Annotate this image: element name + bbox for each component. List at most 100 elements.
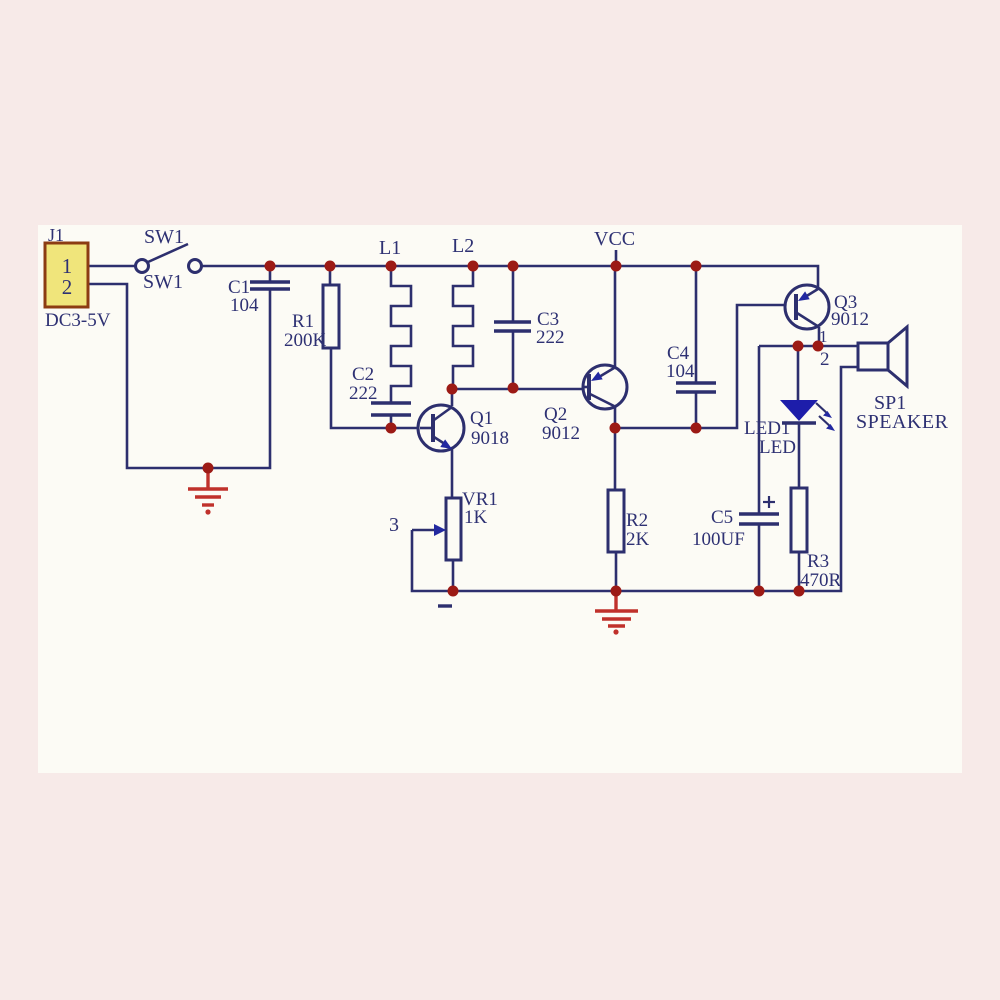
speaker-sp1: 1 2 SP1 SPEAKER [819,323,949,433]
capacitor-c1: C1 104 [228,277,290,316]
capacitor-c3: C3 222 [494,309,565,348]
r1-body [321,283,341,350]
q1-collector-lead [433,405,453,422]
q3-emitter-arrow-icon [798,291,810,301]
led1-triangle [780,400,818,421]
junction-dot [753,585,765,597]
sp1-pin1-label: 1 [819,327,828,346]
junction-dot [610,260,622,272]
sp1-magnet-box [856,341,890,372]
junction-dot [385,422,397,434]
junction-dot [793,585,805,597]
c3-ref-label: C3 [537,309,559,330]
wire-top-rail [202,264,820,289]
sw1-lever [147,242,189,264]
r2-value-label: 2K [626,529,650,550]
j1-value-label: DC3-5V [45,310,111,331]
j1-ref-label: J1 [48,225,64,245]
r1-value-label: 200K [284,330,327,351]
vr1-pin3-label: 3 [389,514,399,536]
transistor-q1: Q1 9018 [416,403,509,453]
r1-ref-label: R1 [292,311,314,332]
sp1-ref-label: SP1 [874,392,906,414]
q3-body [783,283,831,331]
j1-body [43,241,90,309]
vr1-value-label: 1K [464,507,488,528]
q3-collector-lead [796,311,820,329]
c5-value-label: 100UF [692,529,745,550]
c4-value-label: 104 [666,361,695,382]
q3-ref-label: Q3 [834,292,857,313]
vr1-ref-label: VR1 [462,489,498,510]
sw1-contact-left [134,258,150,274]
capacitor-c4: C4 104 [666,343,716,394]
inductor-l2: L2 [451,235,475,389]
capacitor-c5: C5 100UF [692,496,779,550]
q1-emitter-arrow-icon [440,439,452,449]
inductor-l1: L1 [379,237,413,403]
junction-dot [610,585,622,597]
ground-symbol-middle [595,592,638,635]
q2-emitter-arrow-icon [591,371,603,381]
j1-pin2-label: 2 [62,275,73,299]
sw1-label-bottom: SW1 [143,271,183,293]
junction-dot [202,462,214,474]
led-led1: LED1 LED [744,400,835,458]
power-connector-j1: J1 1 2 DC3-5V [43,225,111,331]
led1-ref-label: LED1 [744,418,790,439]
r3-body [789,486,809,554]
c3-value-label: 222 [536,327,565,348]
led1-value-label: LED [759,437,796,458]
led1-light-arrow-2-head [826,424,835,431]
c1-ref-label: C1 [228,277,250,298]
j1-pin1-label: 1 [62,254,73,278]
sw1-label-top: SW1 [144,226,184,248]
junction-dot [324,260,336,272]
q2-ref-label: Q2 [544,404,567,425]
c5-ref-label: C5 [711,507,733,528]
vr1-wiper-arrow-icon [434,524,446,536]
l2-ref-label: L2 [452,235,474,257]
c2-value-label: 222 [349,383,378,404]
junction-dot [446,383,458,395]
r2-body [606,488,626,554]
q2-emitter-lead [598,366,615,379]
wire-j1-pin2-ground-loop [88,282,272,470]
q3-value-label: 9012 [831,309,869,330]
wire-q2-to-q3-base [615,303,786,430]
vr1-body [444,496,463,562]
ground-left-dot [205,509,211,515]
l1-coil [389,266,413,403]
r3-ref-label: R3 [807,551,829,572]
junction-dots [202,260,824,597]
switch-sw1: SW1 SW1 [134,226,203,293]
junction-dot [467,260,479,272]
vcc-net: VCC [594,228,635,250]
c1-value-label: 104 [230,295,259,316]
transistor-q2: Q2 9012 [542,363,629,444]
junction-dot [792,340,804,352]
ground-mid-dot [613,629,619,635]
wires [88,250,858,593]
sp1-value-label: SPEAKER [856,411,949,433]
capacitor-c2: C2 222 [349,364,411,417]
resistor-r3: R3 470R [789,486,842,591]
l2-coil [451,266,475,389]
resistor-r2: R2 2K [606,488,650,554]
c4-ref-label: C4 [667,343,690,364]
led1-light-arrow-1-head [823,411,832,418]
resistor-r1: R1 200K [284,283,341,351]
junction-dot [385,260,397,272]
sp1-horn [886,323,909,390]
sw1-contact-right [187,258,203,274]
q1-ref-label: Q1 [470,408,493,429]
q2-value-label: 9012 [542,423,580,444]
c2-ref-label: C2 [352,364,374,385]
wire-bottom-rail [410,365,858,593]
junction-dot [812,340,824,352]
q2-collector-lead [589,392,615,408]
junction-dot [690,422,702,434]
sp1-pin2-label: 2 [820,349,830,370]
